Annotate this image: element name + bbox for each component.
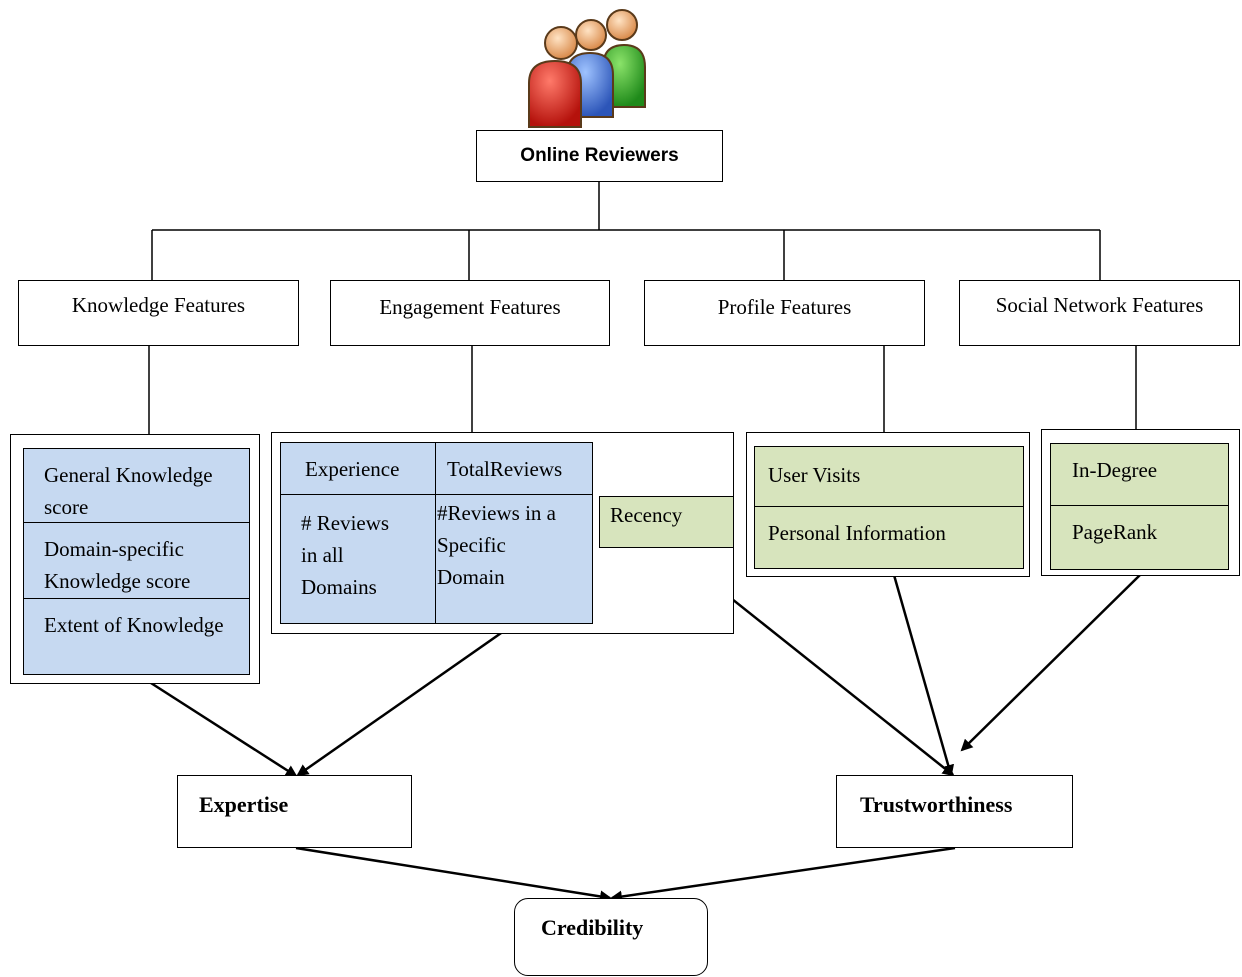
profile-features-node: Profile Features: [644, 280, 925, 346]
reviews-all-domains-cell: # Reviews in all Domains: [280, 494, 437, 624]
personal-information-cell: Personal Information: [754, 506, 1024, 569]
online-reviewers-node: Online Reviewers: [476, 130, 723, 182]
user-visits-cell: User Visits: [754, 446, 1024, 508]
general-knowledge-score-cell: General Knowledge score: [23, 448, 250, 524]
recency-cell: Recency: [599, 496, 734, 548]
profile-features-label: Profile Features: [717, 295, 852, 319]
arrow-knowledge-expertise: [139, 674, 298, 778]
arrow-social-trust: [960, 574, 1141, 752]
arrow-profile-trust: [890, 567, 955, 777]
arrow-trust-credibility: [610, 846, 956, 903]
online-reviewers-label: Online Reviewers: [520, 145, 679, 166]
expertise-label: Expertise: [199, 792, 289, 817]
knowledge-features-node: Knowledge Features: [18, 280, 299, 346]
engagement-features-node: Engagement Features: [330, 280, 610, 346]
reviews-all-domains-label: # Reviews in all Domains: [301, 511, 390, 599]
extent-of-knowledge-cell: Extent of Knowledge: [23, 598, 250, 675]
recency-label: Recency: [610, 503, 683, 527]
total-reviews-cell: TotalReviews: [435, 442, 593, 496]
engagement-features-label: Engagement Features: [379, 295, 561, 319]
in-degree-label: In-Degree: [1072, 458, 1158, 482]
users-group-icon: [528, 9, 646, 128]
experience-cell: Experience: [280, 442, 437, 496]
credibility-node: Credibility: [514, 898, 708, 976]
extent-of-knowledge-label: Extent of Knowledge: [44, 613, 224, 637]
in-degree-cell: In-Degree: [1050, 443, 1229, 507]
total-reviews-label: TotalReviews: [447, 457, 563, 481]
trustworthiness-label: Trustworthiness: [860, 792, 1013, 817]
arrow-expertise-credibility: [295, 846, 612, 903]
user-visits-label: User Visits: [768, 463, 861, 487]
expertise-node: Expertise: [177, 775, 412, 848]
social-network-features-node: Social Network Features: [959, 280, 1240, 346]
personal-information-label: Personal Information: [768, 521, 946, 545]
credibility-label: Credibility: [541, 915, 644, 940]
domain-specific-knowledge-score-label: Domain-specific Knowledge score: [44, 537, 191, 593]
trustworthiness-node: Trustworthiness: [836, 775, 1073, 848]
experience-label: Experience: [305, 457, 400, 481]
arrow-engagement-expertise: [296, 622, 515, 777]
pagerank-cell: PageRank: [1050, 505, 1229, 570]
reviews-specific-domain-cell: #Reviews in a Specific Domain: [435, 494, 593, 624]
pagerank-label: PageRank: [1072, 520, 1158, 544]
knowledge-features-label: Knowledge Features: [71, 293, 246, 317]
general-knowledge-score-label: General Knowledge score: [44, 463, 213, 519]
domain-specific-knowledge-score-cell: Domain-specific Knowledge score: [23, 522, 250, 600]
social-network-features-label: Social Network Features: [995, 293, 1204, 317]
reviews-specific-domain-label: #Reviews in a Specific Domain: [437, 501, 556, 589]
